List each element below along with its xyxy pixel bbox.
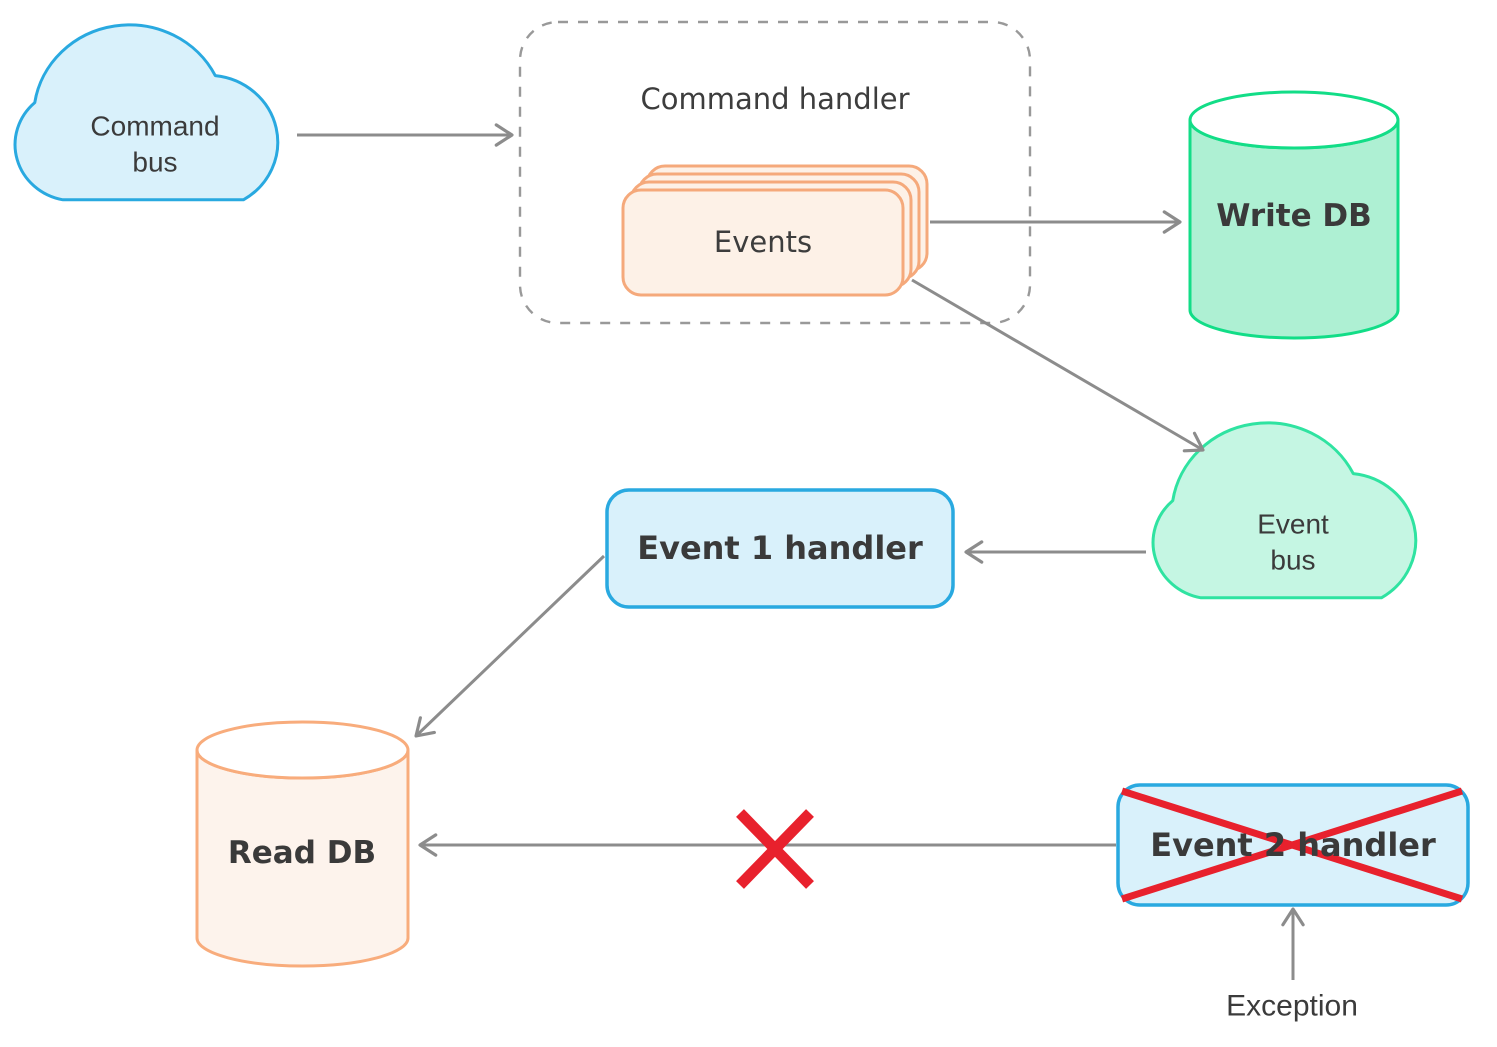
write-db-top [1188,90,1400,150]
event-bus-label-line1: Event [1257,508,1329,540]
command-bus-label-line1: Command [90,110,220,142]
event-bus-label: Event bus [1257,507,1329,580]
events-card-front [621,188,905,297]
write-db-label: Write DB [1216,197,1372,234]
command-bus-label: Command bus [90,109,219,182]
read-db-top [195,720,410,780]
read-db-label: Read DB [227,834,377,871]
event-1-handler-box [605,488,955,609]
arrow-events-to-event-bus [911,278,1205,453]
events-label: Events [713,225,813,260]
event-bus-cloud [1153,423,1416,598]
command-bus-cloud [15,25,278,200]
blocked-x-icon [736,809,814,889]
read-db-cylinder [195,720,410,968]
arrow-event-1-handler-to-read-db [414,554,606,738]
event-1-handler-label: Event 1 handler [637,529,923,568]
command-bus-label-line2: bus [132,147,178,178]
command-handler-container [518,20,1032,325]
command-handler-label: Command handler [640,82,910,117]
crossed-out-x-icon [1120,787,1464,903]
event-bus-label-line2: bus [1270,545,1316,576]
write-db-cylinder [1188,90,1400,340]
event-2-handler-label: Event 2 handler [1150,826,1436,865]
exception-label: Exception [1226,989,1358,1023]
events-card-stack [621,164,929,297]
